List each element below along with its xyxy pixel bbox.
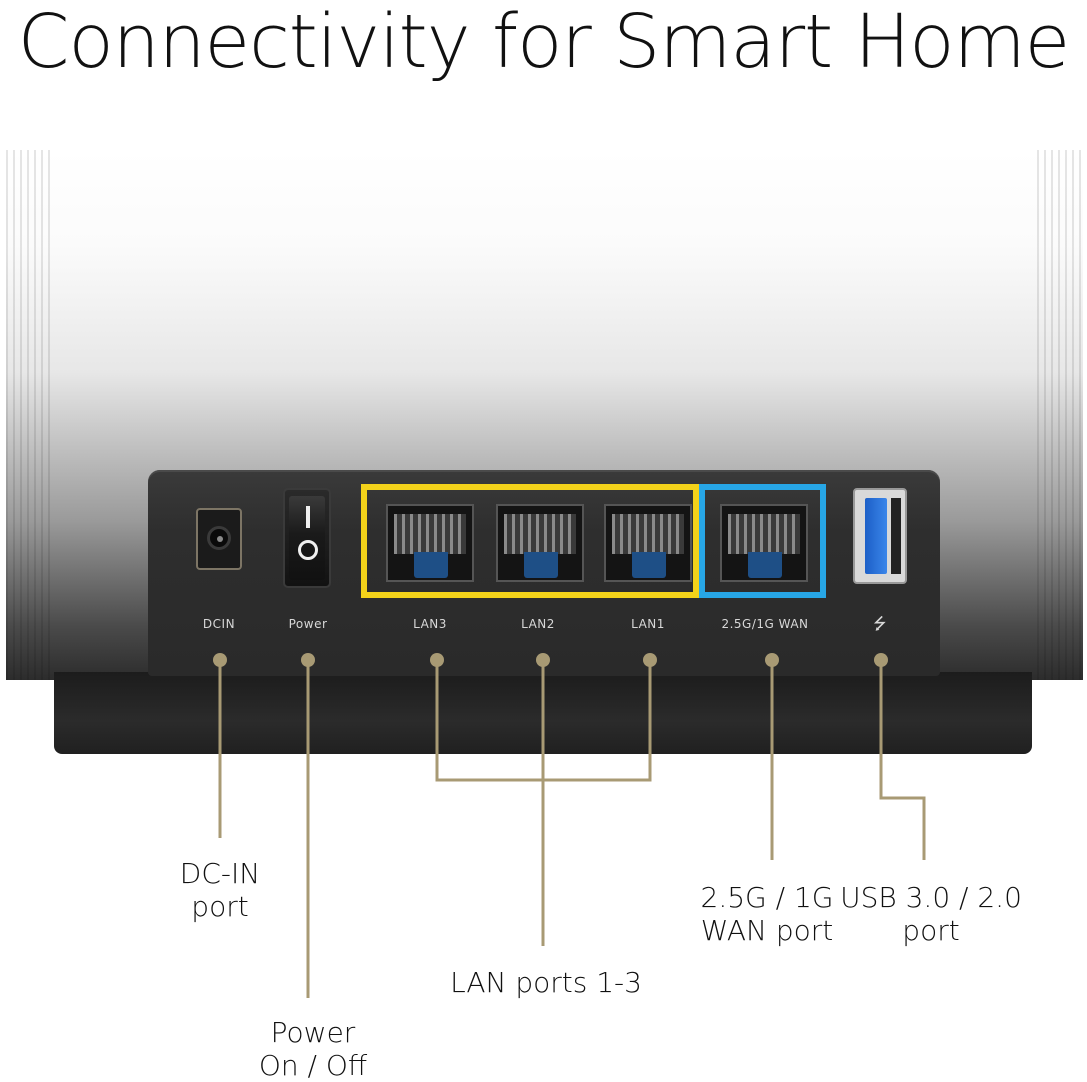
panel-label-lan3: LAN3: [413, 617, 447, 631]
usb-symbol-icon: ⭍: [873, 614, 887, 633]
lan1-port-icon: [604, 504, 692, 582]
wan-port-icon: [720, 504, 808, 582]
panel-label-dcin: DCIN: [202, 617, 236, 631]
panel-label-lan2: LAN2: [521, 617, 555, 631]
page-title: Connectivity for Smart Home: [17, 0, 1070, 85]
wan-highlight-frame: [699, 484, 826, 598]
usb-port-icon: [853, 488, 907, 584]
panel-label-wan: 2.5G/1G WAN: [721, 617, 809, 631]
power-switch-icon: [283, 488, 331, 588]
callout-lan: LAN ports 1-3: [450, 966, 642, 999]
lan2-port-icon: [496, 504, 584, 582]
panel-label-lan1: LAN1: [631, 617, 665, 631]
lan-highlight-frame: [361, 484, 699, 598]
lan3-port-icon: [386, 504, 474, 582]
dc-in-jack-icon: [196, 508, 242, 570]
panel-label-power: Power: [288, 617, 328, 631]
